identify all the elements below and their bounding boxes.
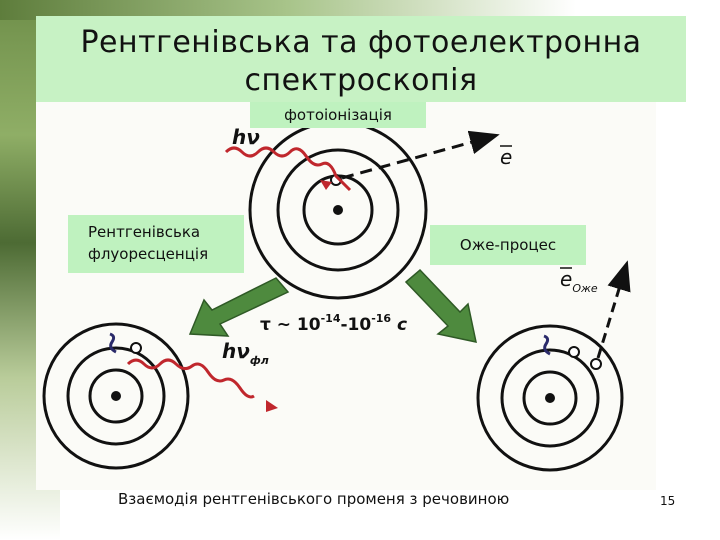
photon-wave-fluorescence [126,358,255,399]
fluorescence-photon-label: hνфл [222,339,269,367]
photon-label: hν [232,125,260,149]
lifetime-label: τ ~ 10-14-10-16 с [260,312,407,335]
photoelectron-path [341,130,500,180]
background-foliage-top [0,0,720,20]
atom-fluorescence [42,322,190,470]
title-banner [36,16,686,102]
transition-arrow-right [404,268,477,343]
page-number: 15 [660,494,676,508]
auger-process-label: Оже-процес [430,225,586,265]
photon-wave-incoming [224,146,352,192]
electron-label: e [500,145,512,169]
auger-electron-label: eОже [560,267,598,295]
atom-auger [476,324,624,472]
auger-electron-path [596,260,631,359]
figure-caption: Взаємодія рентгенівського променя з речо… [118,490,510,508]
photoionization-label: фотоіонізація [250,102,426,128]
atom-diagram: hν e τ ~ 10-14-10-16 с hνфл [42,120,631,472]
transition-arrow-left [188,277,290,337]
atom-top [248,120,428,300]
diagram-area: hν e τ ~ 10-14-10-16 с hνфл [36,102,656,490]
xray-fluorescence-label: Рентгенівська флуоресценція [68,215,244,273]
slide-title: Рентгенівська та фотоелектронна спектрос… [80,25,642,98]
